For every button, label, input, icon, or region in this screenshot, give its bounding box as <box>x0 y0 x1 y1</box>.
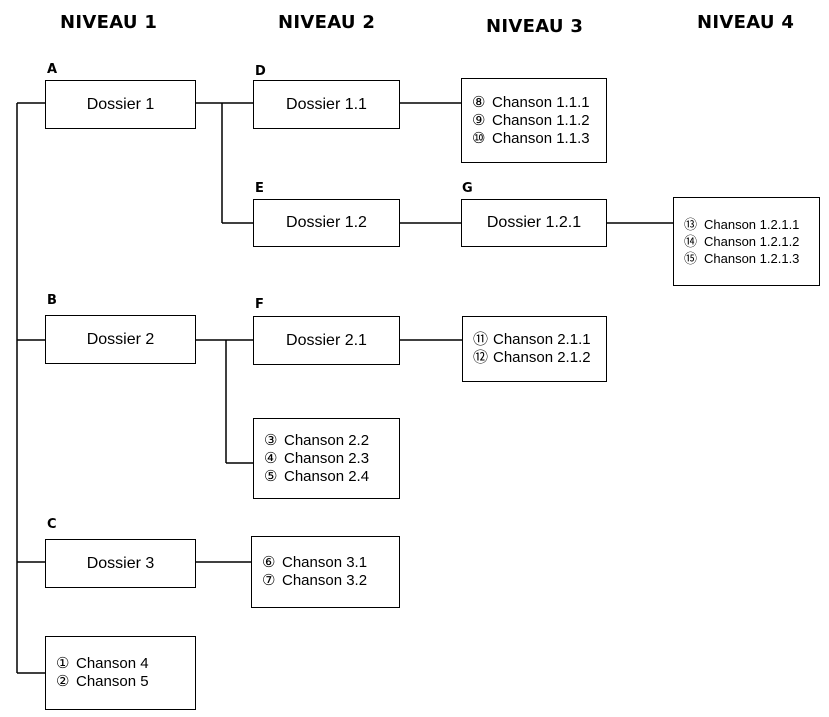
number-icon: ① <box>56 655 70 672</box>
level-1-header: NIVEAU 1 <box>60 12 158 33</box>
number-icon: ④ <box>264 449 278 467</box>
folder-dossier-1-1: Dossier 1.1 <box>253 80 400 129</box>
number-icon: ⑮ <box>684 251 698 266</box>
label-c: C <box>47 517 57 532</box>
label-f: F <box>255 297 264 312</box>
level-3-header: NIVEAU 3 <box>486 16 584 37</box>
number-icon: ⑤ <box>264 467 278 485</box>
number-icon: ⑨ <box>472 111 486 129</box>
number-icon: ③ <box>264 431 278 449</box>
number-icon: ⑩ <box>472 129 486 147</box>
number-icon: ⑫ <box>473 349 489 366</box>
number-icon: ⑭ <box>684 234 698 249</box>
label-d: D <box>255 64 266 79</box>
folder-dossier-3: Dossier 3 <box>45 539 196 588</box>
number-icon: ⑪ <box>473 331 489 348</box>
number-icon: ⑬ <box>684 217 698 232</box>
number-icon: ⑦ <box>262 572 276 589</box>
label-a: A <box>47 62 58 77</box>
label-g: G <box>462 181 473 196</box>
number-icon: ② <box>56 673 70 690</box>
label-b: B <box>47 293 57 308</box>
folder-dossier-2: Dossier 2 <box>45 315 196 364</box>
number-icon: ⑧ <box>472 93 486 111</box>
number-icon: ⑥ <box>262 554 276 571</box>
folder-dossier-1-2: Dossier 1.2 <box>253 199 400 247</box>
folder-dossier-1: Dossier 1 <box>45 80 196 129</box>
level-4-header: NIVEAU 4 <box>697 12 795 33</box>
folder-dossier-2-1: Dossier 2.1 <box>253 316 400 365</box>
label-e: E <box>255 181 264 196</box>
level-2-header: NIVEAU 2 <box>278 12 376 33</box>
folder-dossier-1-2-1: Dossier 1.2.1 <box>461 199 607 247</box>
